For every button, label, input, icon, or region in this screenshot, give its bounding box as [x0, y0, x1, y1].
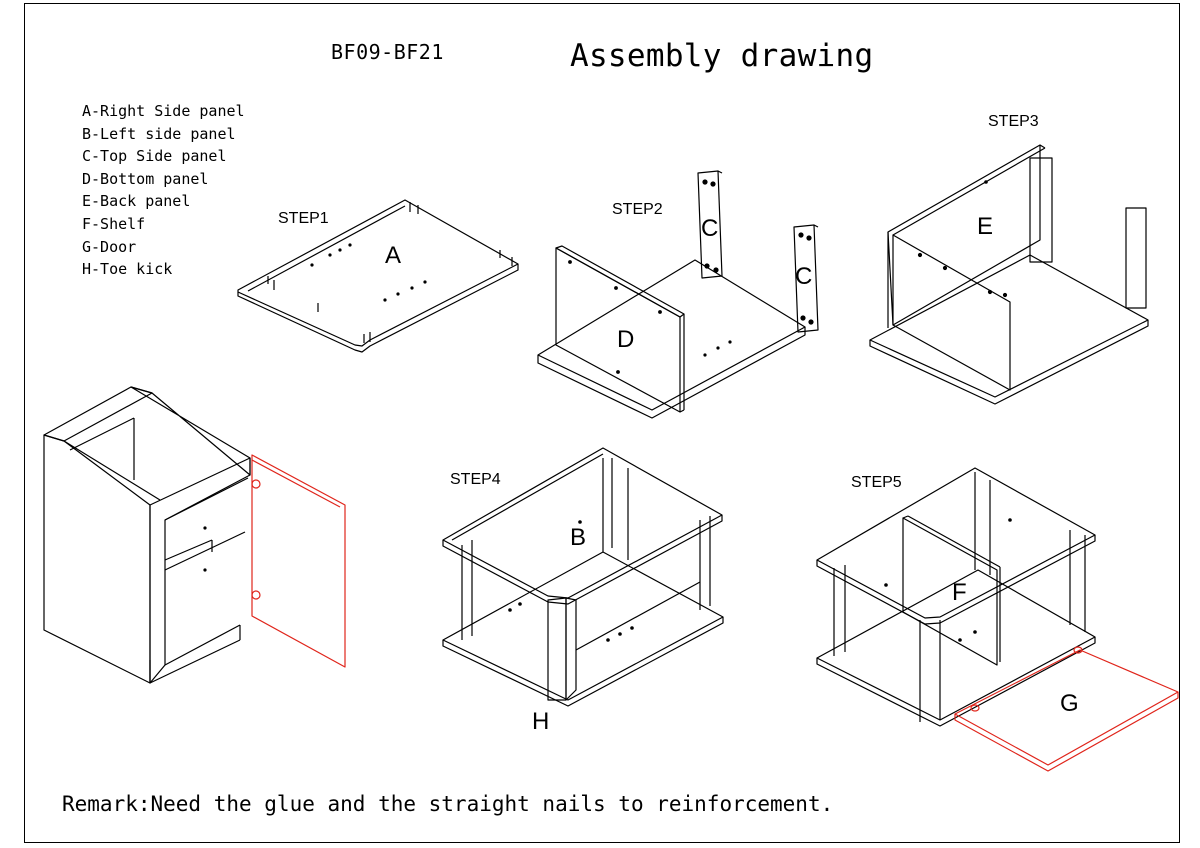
panel-label-a: A — [385, 242, 401, 269]
panel-label-c-right: C — [795, 263, 812, 290]
step5-label: STEP5 — [851, 474, 902, 491]
step3-label: STEP3 — [988, 113, 1039, 130]
finished-cabinet-illustration — [43, 386, 251, 684]
panel-label-e: E — [977, 213, 993, 240]
part-item-f: F-Shelf — [82, 214, 146, 233]
drawing-border — [24, 3, 1180, 843]
step1-label: STEP1 — [278, 210, 329, 227]
model-code: BF09-BF21 — [331, 40, 444, 64]
panel-label-h: H — [532, 708, 549, 735]
panel-label-f: F — [952, 579, 967, 606]
part-item-h: H-Toe kick — [82, 260, 173, 279]
remark-note: Remark:Need the glue and the straight na… — [62, 792, 834, 816]
part-item-c: C-Top Side panel — [82, 147, 227, 166]
door-g-open — [251, 454, 346, 668]
part-item-d: D-Bottom panel — [82, 169, 209, 188]
step1-panel-a — [237, 199, 519, 353]
panel-label-b: B — [570, 524, 586, 551]
part-item-e: E-Back panel — [82, 192, 191, 211]
step4-label: STEP4 — [450, 471, 501, 488]
panel-label-g: G — [1060, 690, 1079, 717]
part-item-b: B-Left side panel — [82, 124, 236, 143]
door-g-flat — [954, 646, 1179, 772]
drawing-title: Assembly drawing — [570, 38, 874, 74]
panel-label-d: D — [617, 326, 634, 353]
step4-illustration — [442, 447, 724, 707]
panel-label-c-left: C — [701, 215, 718, 242]
step2-label: STEP2 — [612, 201, 663, 218]
step2-illustration — [537, 170, 819, 419]
part-item-g: G-Door — [82, 237, 137, 256]
part-item-a: A-Right Side panel — [82, 102, 245, 120]
parts-list: A-Right Side panel B-Left side panel C-T… — [82, 100, 245, 281]
step3-illustration — [869, 144, 1149, 405]
step5-illustration — [816, 467, 1096, 727]
